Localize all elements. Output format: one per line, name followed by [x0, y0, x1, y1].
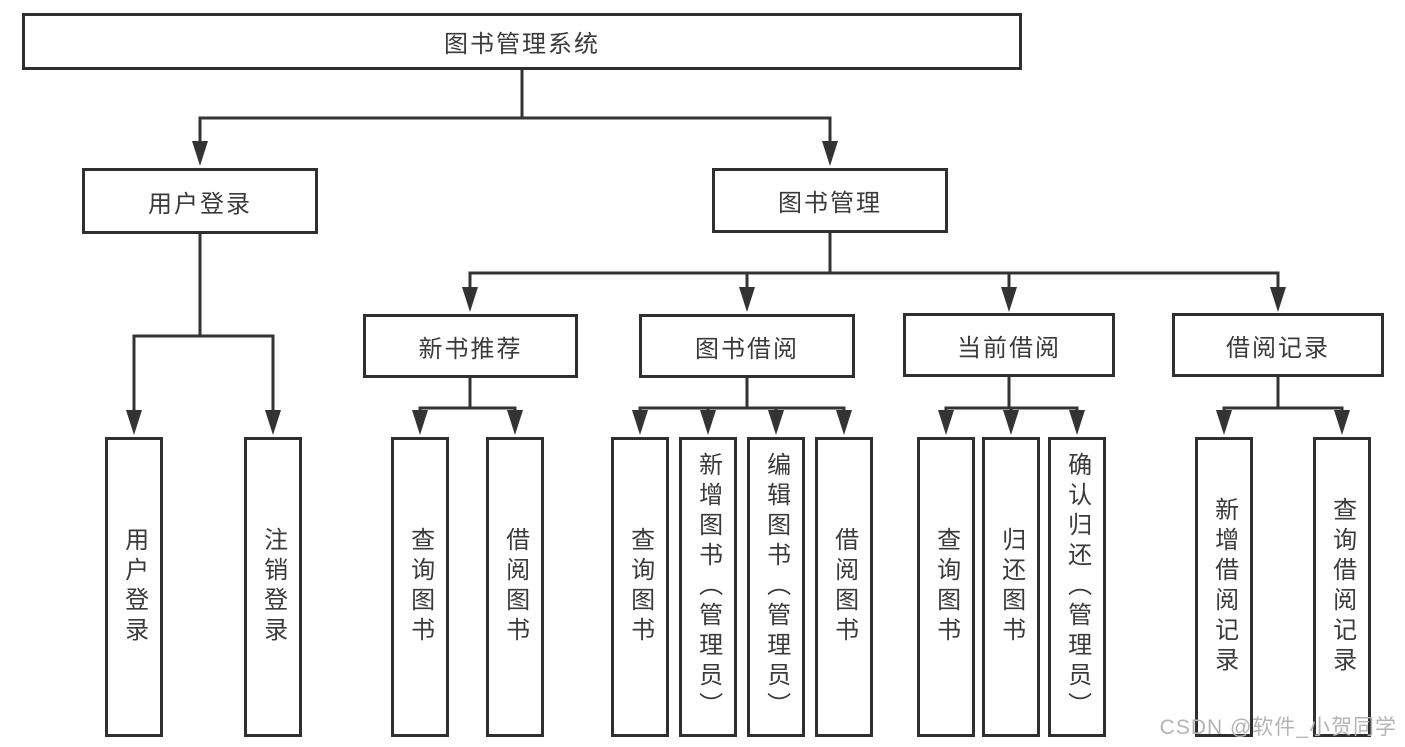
leaf-label: 查询图书	[406, 527, 434, 647]
leaf-query-borrow-record: 查询借阅记录	[1313, 437, 1371, 737]
node-user-login: 用户登录	[82, 168, 318, 234]
leaf-label: 注销登录	[259, 527, 287, 647]
leaf-add-borrow-record: 新增借阅记录	[1195, 437, 1253, 737]
node-label: 用户登录	[148, 190, 252, 218]
leaf-borrow-books: 借阅图书	[815, 437, 873, 737]
leaf-confirm-return-admin: 确认归还（管理员）	[1048, 437, 1106, 737]
leaf-add-books-admin: 新增图书（管理员）	[679, 437, 737, 737]
leaf-label: 新增图书（管理员）	[694, 452, 722, 722]
node-book-borrow: 图书借阅	[639, 314, 855, 378]
leaf-logout-login: 注销登录	[244, 437, 302, 737]
leaf-borrow-books-recommend: 借阅图书	[486, 437, 544, 737]
csdn-watermark: CSDN @软件_小贺同学	[1159, 716, 1397, 739]
leaf-query-books-borrow: 查询图书	[611, 437, 669, 737]
leaf-label: 用户登录	[120, 527, 148, 647]
leaf-query-books-recommend: 查询图书	[391, 437, 449, 737]
leaf-label: 查询图书	[932, 527, 960, 647]
leaf-query-books-current: 查询图书	[917, 437, 975, 737]
leaf-return-books: 归还图书	[982, 437, 1040, 737]
node-label: 图书借阅	[695, 335, 799, 363]
connector-stems	[198, 68, 1280, 410]
leaf-label: 确认归还（管理员）	[1063, 452, 1091, 722]
node-borrow-record: 借阅记录	[1172, 313, 1384, 377]
leaf-label: 归还图书	[997, 527, 1025, 647]
leaf-label: 查询借阅记录	[1328, 497, 1356, 677]
leaf-label: 查询图书	[626, 527, 654, 647]
leaf-label: 新增借阅记录	[1210, 497, 1238, 677]
node-label: 当前借阅	[957, 334, 1061, 362]
node-label: 图书管理系统	[444, 31, 600, 58]
node-root-system: 图书管理系统	[22, 13, 1022, 70]
arrowhead-down-icons	[126, 141, 1350, 435]
node-book-management: 图书管理	[712, 168, 948, 233]
leaf-label: 借阅图书	[501, 527, 529, 647]
node-new-book-recommend: 新书推荐	[363, 314, 578, 378]
leaf-user-login: 用户登录	[105, 437, 163, 737]
node-label: 新书推荐	[418, 335, 523, 363]
leaf-label: 编辑图书（管理员）	[762, 452, 790, 722]
leaf-label: 借阅图书	[830, 527, 858, 647]
node-current-borrow: 当前借阅	[903, 313, 1115, 377]
leaf-edit-books-admin: 编辑图书（管理员）	[747, 437, 805, 737]
node-label: 借阅记录	[1226, 334, 1330, 362]
node-label: 图书管理	[778, 190, 882, 217]
